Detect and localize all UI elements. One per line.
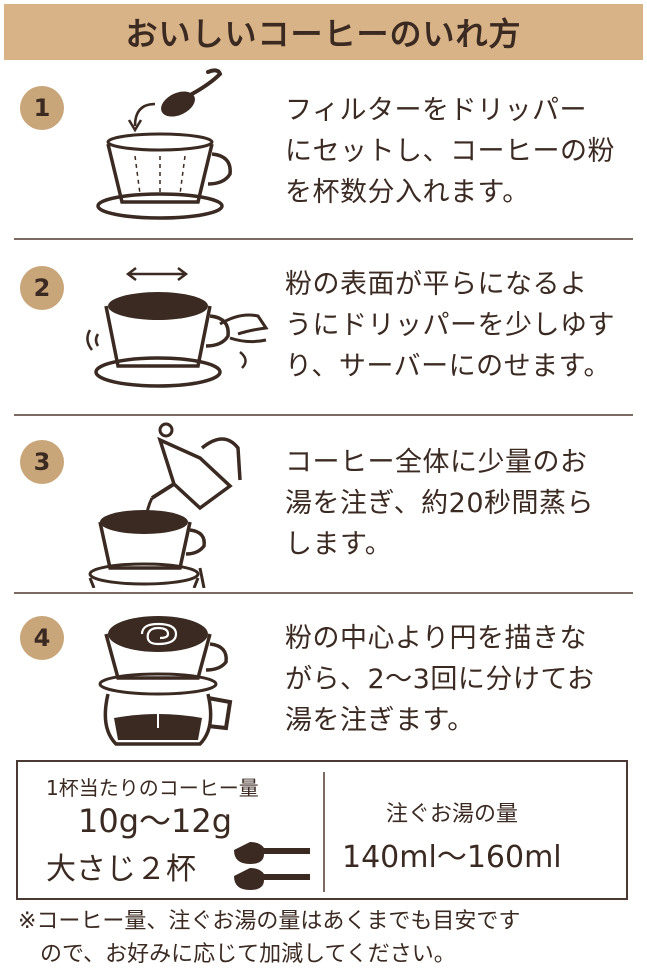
step-instruction: 粉の表面が平らになるよ うにドリッパーを少しゆす り、サーバーにのせます。 <box>285 269 615 382</box>
step-number-badge: 4 <box>20 616 64 660</box>
water-amount: 140ml〜160ml <box>342 840 562 875</box>
dripper-shake-illustration <box>80 254 270 414</box>
measuring-spoon-icon <box>230 842 314 892</box>
water-amount-label: 注ぐお湯の量 <box>386 802 519 827</box>
coffee-grams: 10g〜12g <box>78 802 233 840</box>
box-separator <box>323 772 325 892</box>
step-divider <box>14 414 633 416</box>
step-instruction: 粉の中心より円を描きな がら、2〜3回に分けてお 湯を注ぎます。 <box>285 623 595 736</box>
kettle-pour-illustration <box>80 418 270 588</box>
step-divider <box>14 238 633 240</box>
header-banner: おいしいコーヒーのいれ方 <box>4 4 643 60</box>
footnote: ※コーヒー量、注ぐお湯の量はあくまでも目安です ので、お好みに応じて加減してくだ… <box>18 909 521 967</box>
dripper-server-illustration <box>80 598 270 758</box>
coffee-amount-label: 1杯当たりのコーヒー量 <box>46 776 259 800</box>
step-instruction: フィルターをドリッパー にセットし、コーヒーの粉 を杯数分入れます。 <box>285 95 615 208</box>
step-number-badge: 2 <box>20 266 64 310</box>
amount-box: 1杯当たりのコーヒー量 10g〜12g 大さじ２杯 注ぐお湯の量 140ml〜1… <box>16 760 628 900</box>
step-number-badge: 3 <box>20 440 64 484</box>
step-instruction: コーヒー全体に少量のお 湯を注ぎ、約20秒間蒸ら します。 <box>285 447 595 560</box>
coffee-spoons: 大さじ２杯 <box>46 852 196 887</box>
page-title: おいしいコーヒーのいれ方 <box>125 15 522 53</box>
step-divider <box>14 592 633 594</box>
dripper-spoon-illustration <box>80 64 270 224</box>
step-number-badge: 1 <box>20 86 64 130</box>
